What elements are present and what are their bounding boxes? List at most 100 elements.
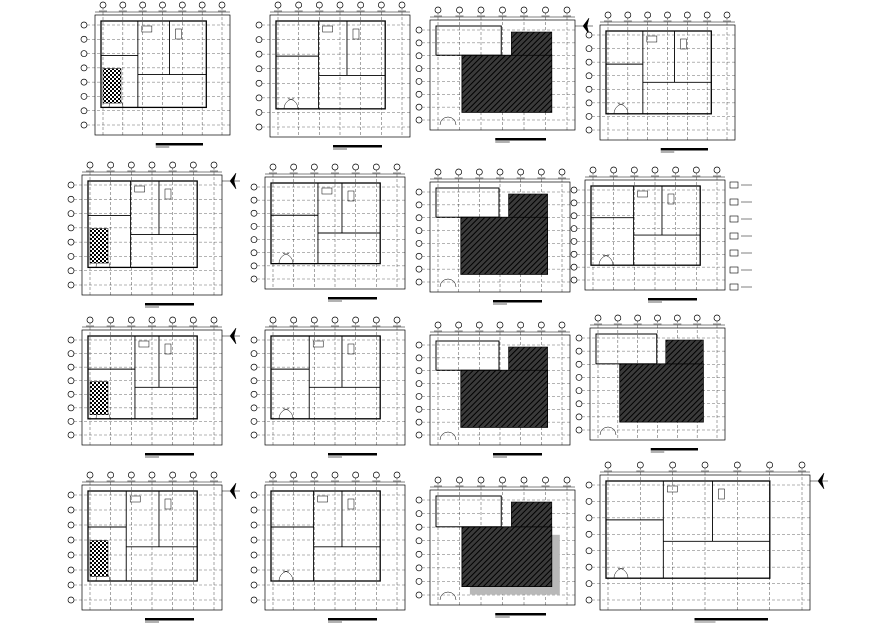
plan-panel-p6 <box>250 163 406 302</box>
grid-bubble <box>570 186 578 194</box>
grid-bubble <box>67 536 75 544</box>
site-boundary <box>429 19 576 131</box>
grid-bubble <box>178 1 186 9</box>
grid-bubble <box>575 426 583 434</box>
grid-bubble <box>455 321 463 329</box>
title-bar <box>145 303 194 306</box>
grid-bubble <box>585 580 593 587</box>
grid-bubble <box>563 476 571 484</box>
plan-panel-p12 <box>575 314 726 453</box>
door-swing <box>282 570 294 582</box>
grid-bubble <box>456 476 463 484</box>
grid-bubble <box>585 563 593 571</box>
stair-pattern <box>89 540 109 577</box>
door-swing <box>439 591 457 601</box>
grid-bubble <box>80 21 88 29</box>
grid-bubble <box>614 314 622 322</box>
grid-bubble <box>537 168 545 176</box>
fixture <box>164 188 172 200</box>
grid-bubble <box>496 168 504 176</box>
grid-bubble <box>393 316 401 324</box>
door-swing <box>282 408 294 419</box>
grid-bubble <box>456 6 463 14</box>
grid-bubble <box>415 393 423 400</box>
grid-bubble <box>415 103 423 111</box>
grid-bubble <box>664 11 671 19</box>
fixture <box>347 190 355 202</box>
fixture <box>312 340 324 348</box>
exterior-wall <box>87 490 198 582</box>
door-swing <box>278 570 290 582</box>
grid-bubble <box>713 166 721 174</box>
grid-bubble <box>255 50 263 58</box>
grid-bubble <box>352 471 360 479</box>
legend-symbol <box>729 215 739 223</box>
door-swing <box>598 254 610 266</box>
grid-bubble <box>585 85 593 93</box>
grid-bubble <box>415 367 423 375</box>
grid-bubble <box>542 6 549 14</box>
plan-panel-p9 <box>67 316 240 458</box>
grid-bubble <box>703 11 711 19</box>
grid-bubble <box>255 79 263 87</box>
grid-bubble <box>377 1 385 9</box>
stair-pattern <box>102 68 122 104</box>
grid-bubble <box>255 123 263 131</box>
grid-bubble <box>250 581 258 589</box>
grid-bubble <box>636 461 644 469</box>
grid-bubble <box>585 45 593 52</box>
legend-symbol <box>729 198 739 206</box>
grid-bubble <box>250 418 258 425</box>
grid-bubble <box>415 65 423 72</box>
grid-bubble <box>357 1 365 9</box>
site-boundary <box>429 181 571 293</box>
site-boundary <box>81 329 223 446</box>
grid-bubble <box>67 566 75 574</box>
grid-bubble <box>585 99 593 107</box>
site-boundary <box>584 179 726 291</box>
legend-symbol <box>729 266 739 274</box>
grid-bubble <box>398 1 406 9</box>
grid-bubble <box>67 377 75 385</box>
grid-bubble <box>127 161 135 169</box>
site-boundary <box>599 24 736 141</box>
grid-bubble <box>455 168 463 176</box>
grid-bubble <box>86 471 94 479</box>
legend-symbol <box>729 232 739 240</box>
grid-bubble <box>651 166 659 174</box>
grid-bubble <box>250 183 258 191</box>
exterior-wall <box>87 180 198 269</box>
grid-bubble <box>250 521 258 529</box>
plan-panel-p16 <box>585 461 828 623</box>
grid-bubble <box>415 52 423 60</box>
grid-bubble <box>415 90 423 98</box>
title-bar <box>145 453 194 456</box>
grid-bubble <box>415 405 423 413</box>
fixture <box>164 343 172 355</box>
grid-bubble <box>250 336 258 344</box>
grid-bubble <box>269 316 277 324</box>
grid-bubble <box>372 163 380 171</box>
grid-bubble <box>669 461 677 469</box>
grid-bubble <box>415 227 423 234</box>
title-bar <box>493 453 542 456</box>
grid-bubble <box>67 238 75 246</box>
grid-bubble <box>672 166 680 174</box>
upper-rooms <box>435 25 502 56</box>
grid-bubble <box>67 596 75 604</box>
site-boundary <box>264 329 406 446</box>
grid-bubble <box>585 31 593 39</box>
grid-bubble <box>107 471 115 479</box>
grid-bubble <box>295 1 303 9</box>
grid-bubble <box>290 163 298 171</box>
grid-bubble <box>67 363 75 371</box>
roof-hatch <box>619 363 704 423</box>
roof-hatch <box>461 54 553 113</box>
grid-bubble <box>415 188 423 196</box>
grid-bubble <box>67 491 75 499</box>
grid-bubble <box>169 316 177 324</box>
grid-bubble <box>415 214 423 222</box>
fixture <box>637 190 648 198</box>
fixture <box>347 343 355 355</box>
grid-bubble <box>67 267 75 275</box>
